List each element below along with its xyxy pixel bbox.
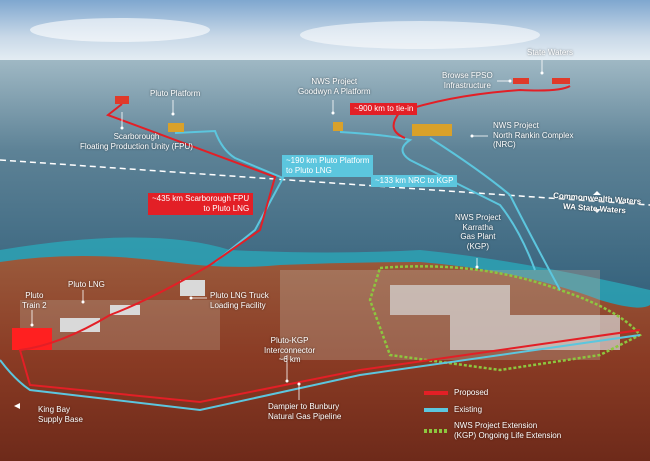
label-line: Pluto (25, 291, 44, 300)
label-line: Karratha (462, 222, 494, 232)
label-pluto-platform: Pluto Platform (150, 89, 201, 98)
label-line: (KGP) (466, 241, 490, 251)
label-line: NWS Project (493, 121, 539, 130)
label-line: Gas Plant (460, 232, 496, 241)
label-line: Browse FPSO (442, 71, 493, 80)
proposed-pipelines (18, 85, 641, 404)
label-line: Pluto-KGP (270, 336, 309, 345)
label-line: Train 2 (22, 300, 47, 310)
arrow-left-icon (14, 403, 20, 409)
platforms (115, 78, 570, 136)
label-line: Loading Facility (210, 300, 266, 310)
label-line: NWS Project (311, 77, 358, 86)
label-line: Dampier to Bunbury (268, 402, 340, 411)
badge-line: ~435 km Scarborough FPU (152, 194, 250, 203)
legend-line: (KGP) Ongoing Life Extension (454, 430, 562, 440)
scarborough-fpu (115, 96, 129, 104)
legend-swatch-existing (424, 408, 448, 412)
label-line: Goodwyn A Platform (298, 86, 371, 96)
existing-pipelines (0, 129, 641, 412)
legend-extension: NWS Project Extension(KGP) Ongoing Life … (454, 421, 561, 440)
north-rankin-complex (412, 124, 452, 136)
label-line: NWS Project (455, 213, 501, 222)
badge-line: to Pluto LNG (286, 166, 332, 175)
waters-boundary (0, 159, 650, 206)
label-line: (NRC) (493, 140, 516, 149)
pluto-platform (168, 123, 184, 132)
badge-nrc-to-kgp: ~133 km NRC to KGP (371, 175, 458, 187)
goodwyn-platform (333, 122, 343, 131)
label-line: Infrastructure (443, 80, 491, 90)
label-state-waters: State Waters (527, 48, 573, 57)
badge-tie-in: ~900 km to tie-in (350, 103, 418, 115)
legend-existing: Existing (454, 405, 483, 414)
label-line: Interconnector (264, 345, 316, 355)
label-line: North Rankin Complex (493, 130, 574, 140)
legend-line: NWS Project Extension (454, 421, 538, 430)
facility-blocks (60, 280, 620, 350)
label-pluto-lng: Pluto LNG (68, 280, 105, 289)
pluto-train-2 (12, 328, 52, 350)
label-line: ~6 km (278, 355, 301, 364)
legend-swatch-extension (424, 429, 448, 433)
label-line: Natural Gas Pipeline (268, 411, 342, 421)
legend-proposed: Proposed (454, 388, 489, 397)
leader-lines (31, 60, 543, 400)
badge-line: ~190 km Pluto Platform (286, 156, 370, 165)
browse-fpso (513, 78, 529, 84)
label-line: Supply Base (38, 414, 83, 424)
cloud (300, 21, 540, 49)
label-line: Pluto LNG Truck (210, 291, 269, 300)
cloud (30, 18, 210, 42)
browse-fpso-2 (552, 78, 570, 84)
label-line: Scarborough (113, 132, 160, 141)
label-line: Floating Production Unity (FPU) (80, 141, 193, 151)
label-line: King Bay (38, 405, 71, 414)
legend-swatch-proposed (424, 391, 448, 395)
badge-line: to Pluto LNG (203, 204, 250, 213)
